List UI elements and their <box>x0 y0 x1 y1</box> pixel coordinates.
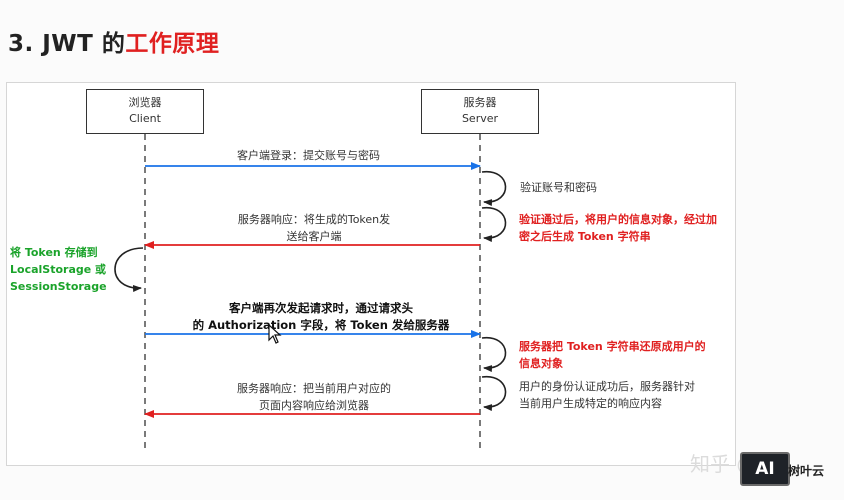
msg-generate-content: 用户的身份认证成功后，服务器针对 当前用户生成特定的响应内容 <box>519 378 695 412</box>
server-actor-name: 服务器 <box>463 96 497 109</box>
msg-login-request: 客户端登录：提交账号与密码 <box>237 149 380 162</box>
sequence-diagram-panel <box>6 82 736 466</box>
self-loop-verify <box>481 171 507 207</box>
title-highlight: 工作原理 <box>125 31 220 57</box>
msg-generate-token-line1: 验证通过后，将用户的信息对象，经过加 <box>519 213 717 226</box>
msg-generate-token: 验证通过后，将用户的信息对象，经过加 密之后生成 Token 字符串 <box>519 211 717 245</box>
msg-authorized-request-line1: 客户端再次发起请求时，通过请求头 <box>229 301 413 315</box>
self-loop-generate-token <box>481 207 507 243</box>
msg-store-token-line3: SessionStorage <box>10 280 107 293</box>
msg-authorized-request: 客户端再次发起请求时，通过请求头 的 Authorization 字段，将 To… <box>176 300 466 334</box>
msg-decode-token: 服务器把 Token 字符串还原成用户的 信息对象 <box>519 338 706 372</box>
msg-generate-content-line1: 用户的身份认证成功后，服务器针对 <box>519 380 695 393</box>
msg-generate-token-line2: 密之后生成 Token 字符串 <box>519 230 651 243</box>
msg-store-token: 将 Token 存储到 LocalStorage 或 SessionStorag… <box>10 244 107 295</box>
msg-token-response-line1: 服务器响应：将生成的Token发 <box>237 213 391 226</box>
mouse-cursor-icon <box>268 323 282 349</box>
client-actor-box: 浏览器 Client <box>86 89 204 134</box>
msg-store-token-line1: 将 Token 存储到 <box>10 246 98 259</box>
title-prefix: 3. JWT 的 <box>8 31 126 57</box>
msg-decode-token-line1: 服务器把 Token 字符串还原成用户的 <box>519 340 706 353</box>
msg-content-response-line2: 页面内容响应给浏览器 <box>259 399 369 412</box>
msg-store-token-line2: LocalStorage 或 <box>10 263 107 276</box>
self-loop-store-token <box>114 247 144 292</box>
ai-logo-badge: AI <box>740 452 790 486</box>
msg-content-response: 服务器响应：把当前用户对应的 页面内容响应给浏览器 <box>226 380 402 414</box>
msg-decode-token-line2: 信息对象 <box>519 357 563 370</box>
self-loop-generate-content <box>481 376 507 412</box>
msg-verify: 验证账号和密码 <box>520 181 597 194</box>
msg-token-response-line2: 送给客户端 <box>286 230 342 243</box>
client-actor-label: Client <box>129 112 161 125</box>
slide-title: 3. JWT 的工作原理 <box>8 24 219 58</box>
msg-generate-content-line2: 当前用户生成特定的响应内容 <box>519 397 662 410</box>
self-loop-decode-token <box>481 337 507 373</box>
msg-authorized-request-line2: 的 Authorization 字段，将 Token 发给服务器 <box>192 318 450 332</box>
client-actor-name: 浏览器 <box>128 96 162 109</box>
server-actor-box: 服务器 Server <box>421 89 539 134</box>
brand-name: 树叶云 <box>788 464 825 478</box>
server-actor-label: Server <box>461 112 499 125</box>
msg-token-response: 服务器响应：将生成的Token发 送给客户端 <box>226 211 402 245</box>
msg-content-response-line1: 服务器响应：把当前用户对应的 <box>237 382 391 395</box>
